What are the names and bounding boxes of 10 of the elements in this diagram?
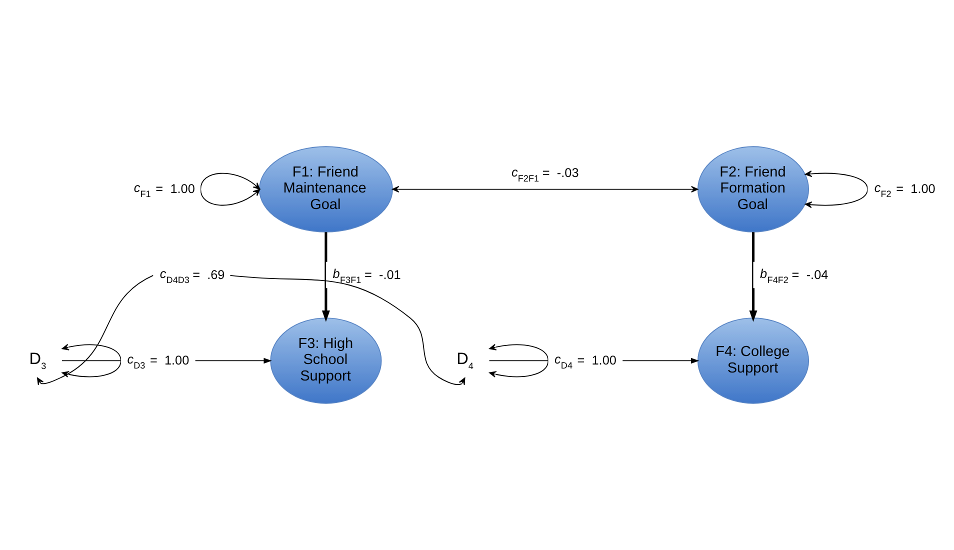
edge-label: c$_{F1}$ = 1.00 xyxy=(134,181,195,200)
node-text: D$_{4}$ xyxy=(456,350,474,371)
edge-label: c$_{D3}$ = 1.00 xyxy=(127,352,190,371)
edge-label: c$_{D4D3}$ = .69 xyxy=(160,266,225,285)
edge-label: c$_{F2F1}$ = -.03 xyxy=(512,165,579,184)
edge-label: b$_{F4F2}$ = -.04 xyxy=(760,266,828,285)
node-text: D$_{3}$ xyxy=(29,350,46,371)
edge-label: c$_{F2}$ = 1.00 xyxy=(874,181,936,200)
edge-label: c$_{D4}$ = 1.00 xyxy=(554,352,616,371)
edge-label: b$_{F3F1}$ = -.01 xyxy=(332,266,401,285)
